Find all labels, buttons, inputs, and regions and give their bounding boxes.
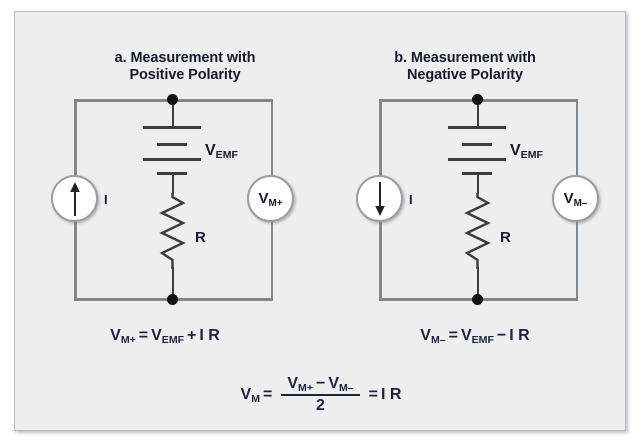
final-equation-numerator-v1: V bbox=[287, 375, 299, 392]
circuit-a-resistor-symbol bbox=[159, 193, 186, 269]
circuit-b-battery-label: VEMF bbox=[510, 142, 543, 162]
circuit-b-current-label: I bbox=[409, 192, 413, 207]
circuit-a-equation-operator: + bbox=[187, 327, 197, 344]
circuit-a-title-line1: a. Measurement with bbox=[114, 50, 256, 66]
circuit-a-battery-label: VEMF bbox=[205, 142, 238, 162]
circuit-b-equation-rhs-v: V bbox=[460, 327, 472, 344]
circuit-b-branch-wire-bottom bbox=[476, 267, 479, 300]
circuit-b-equation-rhs-sub: EMF bbox=[471, 334, 494, 347]
final-equation-numerator-sub2: M– bbox=[339, 382, 354, 395]
circuit-b-branch-wire-mid bbox=[476, 172, 479, 194]
circuit-b-voltmeter-label-sub: M– bbox=[573, 197, 588, 209]
circuit-b-title: b. Measurement with Negative Polarity bbox=[335, 50, 595, 84]
final-equation-numerator-operator: − bbox=[315, 375, 326, 392]
circuit-b-title-line2: Negative Polarity bbox=[407, 67, 523, 83]
circuit-a-voltmeter-label-sub: M+ bbox=[268, 197, 283, 209]
final-equation-result: I R bbox=[381, 386, 402, 403]
circuit-b-node-bottom bbox=[472, 294, 483, 305]
diagram-panel: a. Measurement with Positive Polarity b.… bbox=[14, 11, 626, 431]
circuit-a-voltmeter-label-v: V bbox=[258, 190, 269, 207]
arrow-down-icon bbox=[374, 181, 385, 216]
circuit-b-equation-term: I R bbox=[509, 327, 530, 344]
circuit-a-voltmeter: VM+ bbox=[247, 175, 294, 222]
circuit-a-title: a. Measurement with Positive Polarity bbox=[55, 50, 315, 84]
circuit-b-voltmeter: VM– bbox=[552, 175, 599, 222]
circuit-a-equation-equals: = bbox=[138, 327, 149, 344]
circuit-a-battery-plate-1 bbox=[143, 126, 201, 129]
final-equation-fraction-bar bbox=[281, 394, 360, 396]
final-equation-lhs-sub: M bbox=[251, 393, 261, 406]
circuit-a-battery-label-v: V bbox=[205, 142, 216, 159]
circuit-a-branch-wire-bottom bbox=[171, 267, 174, 300]
circuit-b-battery-plate-4 bbox=[462, 172, 492, 175]
circuit-a-node-bottom bbox=[167, 294, 178, 305]
circuit-a-current-source bbox=[51, 175, 98, 222]
circuit-a-equation-rhs-v: V bbox=[151, 327, 162, 344]
final-equation: VM = VM+−VM– 2 = I R bbox=[15, 375, 627, 415]
circuit-a-battery-plate-3 bbox=[143, 158, 201, 161]
final-equation-equals-1: = bbox=[263, 386, 273, 403]
final-equation-lhs-v: V bbox=[240, 386, 252, 403]
circuit-b-equation: VM–=VEMF−I R bbox=[325, 327, 625, 347]
circuit-a-node-top bbox=[167, 94, 178, 105]
circuit-b-equation-operator: − bbox=[496, 327, 507, 344]
circuit-b-battery-label-v: V bbox=[510, 142, 521, 159]
circuit-a-branch-wire-mid bbox=[171, 172, 174, 194]
circuit-a-battery-plate-2 bbox=[157, 143, 187, 146]
circuit-b-equation-equals: = bbox=[448, 327, 458, 344]
circuit-a-voltmeter-label: VM+ bbox=[258, 190, 283, 209]
circuit-a-resistor-label: R bbox=[195, 229, 206, 246]
circuit-b-node-top bbox=[472, 94, 483, 105]
circuit-b-battery-plate-1 bbox=[448, 126, 506, 129]
circuit-a-equation-lhs-v: V bbox=[110, 327, 121, 344]
circuit-a-equation-rhs-sub: EMF bbox=[161, 334, 185, 347]
circuit-b-resistor-label: R bbox=[500, 229, 511, 246]
circuit-a-equation: VM+=VEMF+I R bbox=[15, 327, 315, 347]
circuit-a-equation-rhs: VEMF bbox=[151, 327, 185, 347]
circuit-a-branch-wire-top bbox=[171, 101, 174, 127]
final-equation-lhs: VM bbox=[240, 386, 261, 406]
circuit-b-equation-lhs-v: V bbox=[420, 327, 431, 344]
circuit-b-branch-wire-top bbox=[476, 101, 479, 127]
circuit-a-equation-lhs: VM+ bbox=[110, 327, 136, 347]
final-equation-numerator: VM+−VM– bbox=[281, 375, 359, 394]
final-equation-fraction: VM+−VM– 2 bbox=[281, 375, 360, 415]
final-equation-numerator-v2: V bbox=[328, 375, 339, 392]
circuit-a-battery-label-sub: EMF bbox=[215, 149, 238, 162]
circuit-b-battery-plate-2 bbox=[462, 143, 492, 146]
circuit-a-equation-term: I R bbox=[199, 327, 220, 344]
circuit-a-title-line2: Positive Polarity bbox=[129, 67, 241, 83]
circuit-b-battery-label-sub: EMF bbox=[520, 149, 543, 162]
circuit-b-title-line1: b. Measurement with bbox=[394, 50, 536, 66]
circuit-b-equation-lhs: VM– bbox=[420, 327, 446, 347]
circuit-a-equation-lhs-sub: M+ bbox=[120, 334, 136, 347]
circuit-b-current-source bbox=[356, 175, 403, 222]
arrow-up-icon bbox=[69, 181, 80, 216]
final-equation-equals-2: = bbox=[368, 386, 378, 403]
final-equation-numerator-sub1: M+ bbox=[298, 382, 313, 395]
final-equation-denominator: 2 bbox=[316, 397, 325, 414]
circuit-a-battery-plate-4 bbox=[157, 172, 187, 175]
circuit-b-equation-rhs: VEMF bbox=[460, 327, 494, 347]
circuit-b-resistor-symbol bbox=[464, 193, 491, 269]
circuit-b-battery-plate-3 bbox=[448, 158, 506, 161]
circuit-a-current-label: I bbox=[104, 192, 108, 207]
circuit-b-voltmeter-label-v: V bbox=[563, 190, 574, 207]
circuit-b-voltmeter-label: VM– bbox=[563, 190, 588, 209]
circuit-b-equation-lhs-sub: M– bbox=[430, 334, 446, 347]
